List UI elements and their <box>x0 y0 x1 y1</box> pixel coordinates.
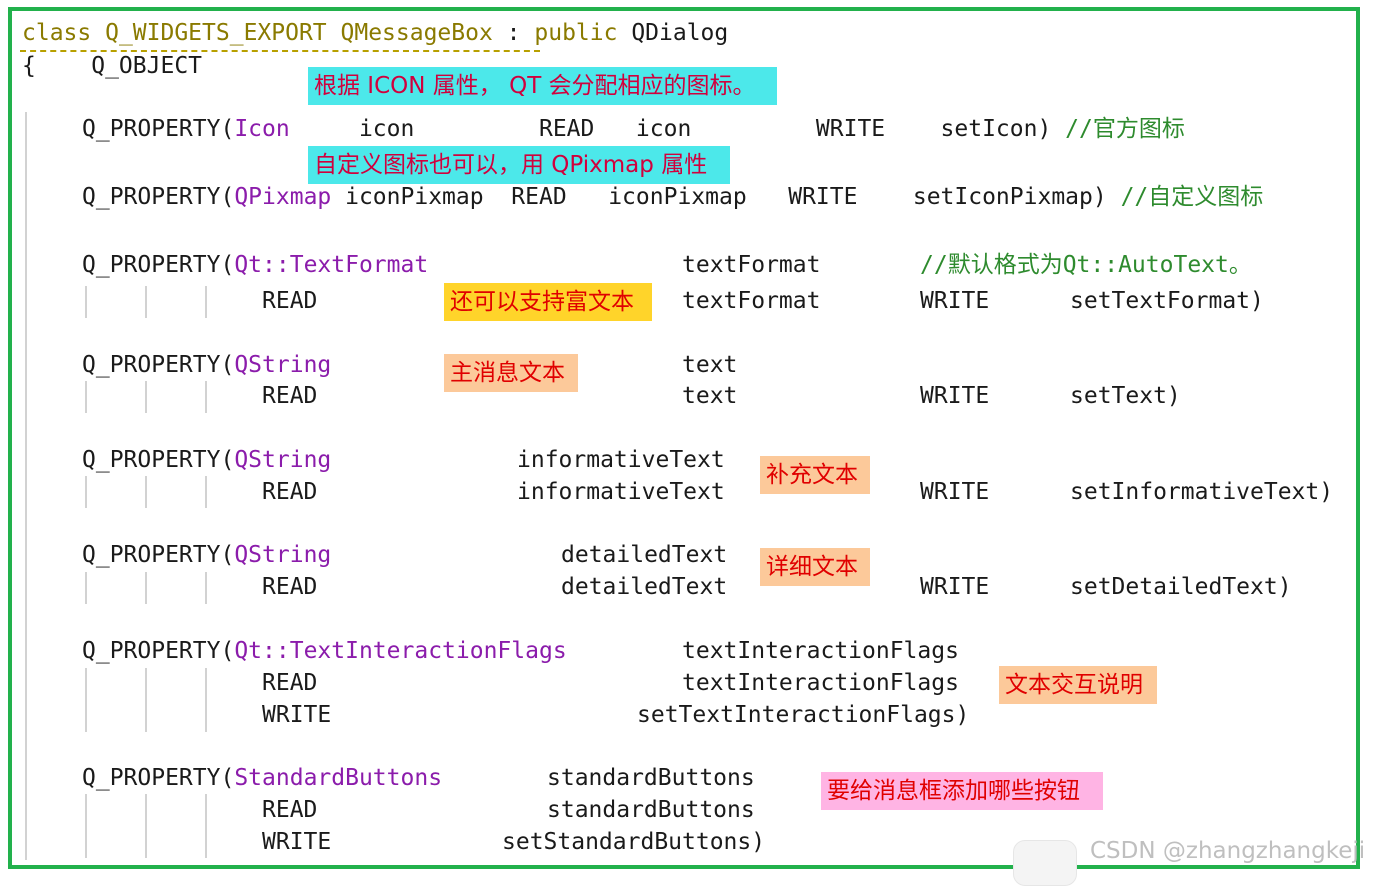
property-macro: Q_PROPERTY( <box>82 638 235 664</box>
property-type: QPixmap <box>234 184 332 210</box>
read-accessor: textFormat <box>682 288 821 314</box>
annotation-info-text-note: 补充文本 <box>760 456 870 494</box>
property-comment: //官方图标 <box>1065 116 1185 142</box>
read-accessor: informativeText <box>517 479 725 505</box>
write-accessor: setTextFormat) <box>1070 288 1264 314</box>
property-type: QString <box>234 542 332 568</box>
annotation-buttons-note: 要给消息框添加哪些按钮 <box>821 772 1103 810</box>
property-detailed-text: Q_PROPERTY(QString <box>82 540 331 570</box>
indent-guide <box>145 286 147 318</box>
open-brace-line: { Q_OBJECT <box>22 53 203 79</box>
property-macro: Q_PROPERTY( <box>82 542 235 568</box>
read-keyword: READ <box>262 670 318 696</box>
annotation-main-text-note: 主消息文本 <box>444 354 578 392</box>
indent-guide <box>205 286 207 318</box>
property-macro: Q_PROPERTY( <box>82 116 235 142</box>
property-icon: Q_PROPERTY(Icon icon READ icon WRITE set… <box>82 114 1185 144</box>
property-standard-buttons: Q_PROPERTY(StandardButtons <box>82 763 442 793</box>
read-keyword: READ <box>262 383 318 409</box>
indent-guide <box>205 572 207 604</box>
property-icon-pixmap: Q_PROPERTY(QPixmap iconPixmap READ iconP… <box>82 182 1263 212</box>
property-type: QString <box>234 447 332 473</box>
write-keyword: WRITE <box>920 383 990 409</box>
read-accessor: standardButtons <box>547 797 755 823</box>
read-keyword: READ <box>262 479 318 505</box>
write-keyword: WRITE <box>920 288 990 314</box>
indent-guide <box>145 381 147 413</box>
property-name: textInteractionFlags <box>682 638 959 664</box>
property-comment: //自定义图标 <box>1120 184 1264 210</box>
class-declaration: class Q_WIDGETS_EXPORT QMessageBox : pub… <box>22 18 728 48</box>
write-keyword: WRITE <box>262 702 332 728</box>
read-keyword: READ <box>262 797 318 823</box>
indent-guide <box>205 668 207 732</box>
read-accessor: detailedText <box>561 574 728 600</box>
indent-guide <box>205 381 207 413</box>
indent-guide <box>145 794 147 858</box>
class-keyword: class <box>22 20 92 46</box>
indent-guide <box>205 794 207 858</box>
read-accessor: textInteractionFlags <box>682 670 959 696</box>
property-text-interaction-flags: Q_PROPERTY(Qt::TextInteractionFlags <box>82 636 567 666</box>
indent-guide <box>145 572 147 604</box>
indent-guide-outer <box>25 112 27 860</box>
indent-guide <box>85 476 87 508</box>
write-keyword: WRITE <box>262 829 332 855</box>
annotation-rich-text-note: 还可以支持富文本 <box>444 283 652 321</box>
read-keyword: READ <box>262 288 318 314</box>
csdn-watermark: CSDN @zhangzhangkeji <box>1090 838 1366 864</box>
write-accessor: setInformativeText) <box>1070 479 1334 505</box>
indent-guide <box>85 794 87 858</box>
write-accessor: setDetailedText) <box>1070 574 1292 600</box>
property-text: Q_PROPERTY(QString <box>82 350 331 380</box>
property-macro: Q_PROPERTY( <box>82 252 235 278</box>
property-name: textFormat <box>682 252 821 278</box>
public-keyword: public <box>520 20 618 46</box>
write-accessor: setTextInteractionFlags) <box>637 702 970 728</box>
property-type: Icon <box>234 116 290 142</box>
write-keyword: WRITE <box>920 479 990 505</box>
write-accessor: setStandardButtons) <box>502 829 766 855</box>
property-type: StandardButtons <box>234 765 443 791</box>
property-type: Qt::TextInteractionFlags <box>234 638 567 664</box>
property-name: standardButtons <box>547 765 755 791</box>
indent-guide <box>85 381 87 413</box>
indent-guide <box>85 668 87 732</box>
indent-guide <box>205 476 207 508</box>
property-name: informativeText <box>517 447 725 473</box>
property-informative-text: Q_PROPERTY(QString <box>82 445 331 475</box>
header-underline <box>20 48 540 52</box>
property-comment: //默认格式为Qt::AutoText。 <box>920 252 1252 278</box>
property-type: Qt::TextFormat <box>234 252 429 278</box>
base-class: QDialog <box>617 20 729 46</box>
indent-guide <box>145 476 147 508</box>
annotation-pixmap-note: 自定义图标也可以，用 QPixmap 属性 <box>308 146 730 184</box>
property-macro: Q_PROPERTY( <box>82 352 235 378</box>
indent-guide <box>145 668 147 732</box>
property-body: iconPixmap READ iconPixmap WRITE setIcon… <box>331 184 1121 210</box>
indent-guide <box>85 572 87 604</box>
property-macro: Q_PROPERTY( <box>82 184 235 210</box>
annotation-interaction-note: 文本交互说明 <box>999 666 1157 704</box>
property-type: QString <box>234 352 332 378</box>
property-name: detailedText <box>561 542 728 568</box>
property-body: icon READ icon WRITE setIcon) <box>289 116 1066 142</box>
property-macro: Q_PROPERTY( <box>82 447 235 473</box>
inherit-colon: : <box>506 20 521 46</box>
property-name: text <box>682 352 738 378</box>
property-macro: Q_PROPERTY( <box>82 765 235 791</box>
annotation-icon-note: 根据 ICON 属性， QT 会分配相应的图标。 <box>308 67 777 105</box>
write-accessor: setText) <box>1070 383 1181 409</box>
annotation-detail-text-note: 详细文本 <box>760 548 870 586</box>
read-keyword: READ <box>262 574 318 600</box>
read-accessor: text <box>682 383 738 409</box>
property-text-format: Q_PROPERTY(Qt::TextFormat <box>82 250 428 280</box>
indent-guide <box>85 286 87 318</box>
class-name: Q_WIDGETS_EXPORT QMessageBox <box>91 20 507 46</box>
floating-toolbar <box>1013 840 1077 886</box>
write-keyword: WRITE <box>920 574 990 600</box>
